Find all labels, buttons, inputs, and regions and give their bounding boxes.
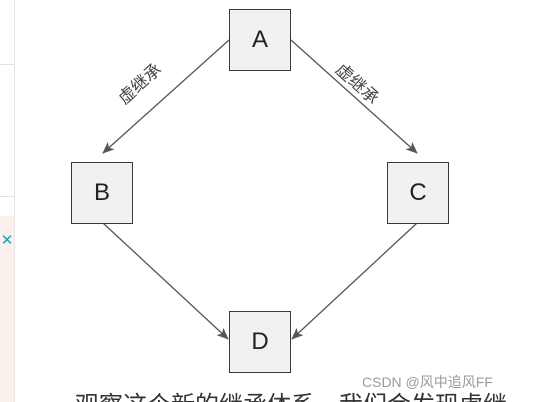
- divider: [0, 64, 14, 65]
- inheritance-diagram: [102, 39, 418, 340]
- edge-a-to-c: [290, 39, 418, 154]
- node-a: A: [229, 9, 291, 71]
- article-text: 观察这个新的继承体系，我们会发现虚继: [75, 390, 507, 402]
- node-c: C: [387, 162, 449, 224]
- edge-c-to-d: [291, 222, 418, 340]
- close-icon[interactable]: ✕: [0, 231, 14, 249]
- node-b: B: [71, 162, 133, 224]
- edge-b-to-d: [102, 222, 229, 340]
- article-content: A B C D 虚继承 虚继承 CSDN @风中追风FF 观察这个新的继承体系，…: [15, 0, 536, 402]
- edge-a-to-b: [102, 39, 230, 154]
- watermark: CSDN @风中追风FF: [362, 374, 493, 390]
- node-d: D: [229, 311, 291, 373]
- left-sidebar: ✕: [0, 0, 15, 402]
- ad-panel: [0, 216, 14, 402]
- divider: [0, 196, 14, 197]
